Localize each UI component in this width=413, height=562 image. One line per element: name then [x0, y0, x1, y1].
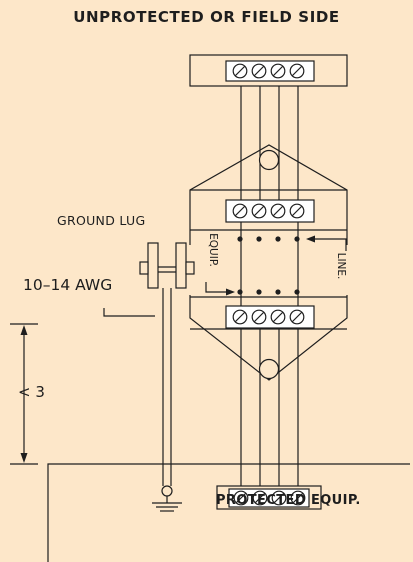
screw-icon [232, 63, 248, 79]
mounting-hole-icon [258, 358, 280, 380]
screw-icon [232, 203, 248, 219]
screw-icon [289, 309, 305, 325]
screw-icon [251, 203, 267, 219]
screw-icon [251, 63, 267, 79]
screw-icon [270, 203, 286, 219]
protected-equipment-outline [47, 463, 410, 562]
protector-through-wires [240, 222, 299, 306]
protector-bottom-terminal-block [225, 305, 315, 329]
earth-ground-icon [152, 502, 182, 512]
field-wires [240, 85, 299, 200]
protector-top-terminal-block [225, 199, 315, 223]
line-connection-dots [237, 236, 300, 242]
screw-icon [251, 309, 267, 325]
diagram-title: UNPROTECTED OR FIELD SIDE [73, 8, 340, 26]
equip-arrow-icon [205, 282, 235, 296]
ground-lug-icon [139, 242, 195, 289]
line-arrow-icon [306, 235, 347, 251]
wire-gauge-label: 10–14 AWG [23, 276, 113, 294]
protected-equipment-label: PROTECTED EQUIP. [216, 493, 361, 508]
awg-leader-line [103, 308, 155, 317]
equip-side-label: EQUIP. [207, 233, 219, 267]
ground-wire [161, 288, 173, 503]
screw-icon [289, 203, 305, 219]
equipment-wires [240, 328, 299, 486]
protector-unit [189, 144, 348, 381]
dimension-marker [10, 323, 38, 465]
screw-icon [289, 63, 305, 79]
screw-icon [232, 309, 248, 325]
field-side-terminal-block [189, 54, 348, 87]
protected-equipment-terminal-block [216, 485, 322, 510]
mounting-hole-icon [258, 149, 280, 171]
screw-icon [270, 63, 286, 79]
screw-icon [270, 309, 286, 325]
ground-lug-label: GROUND LUG [57, 213, 146, 228]
dimension-label: < 3 [18, 383, 45, 401]
equip-connection-dots [237, 289, 300, 295]
line-side-label: LINE. [335, 252, 347, 280]
